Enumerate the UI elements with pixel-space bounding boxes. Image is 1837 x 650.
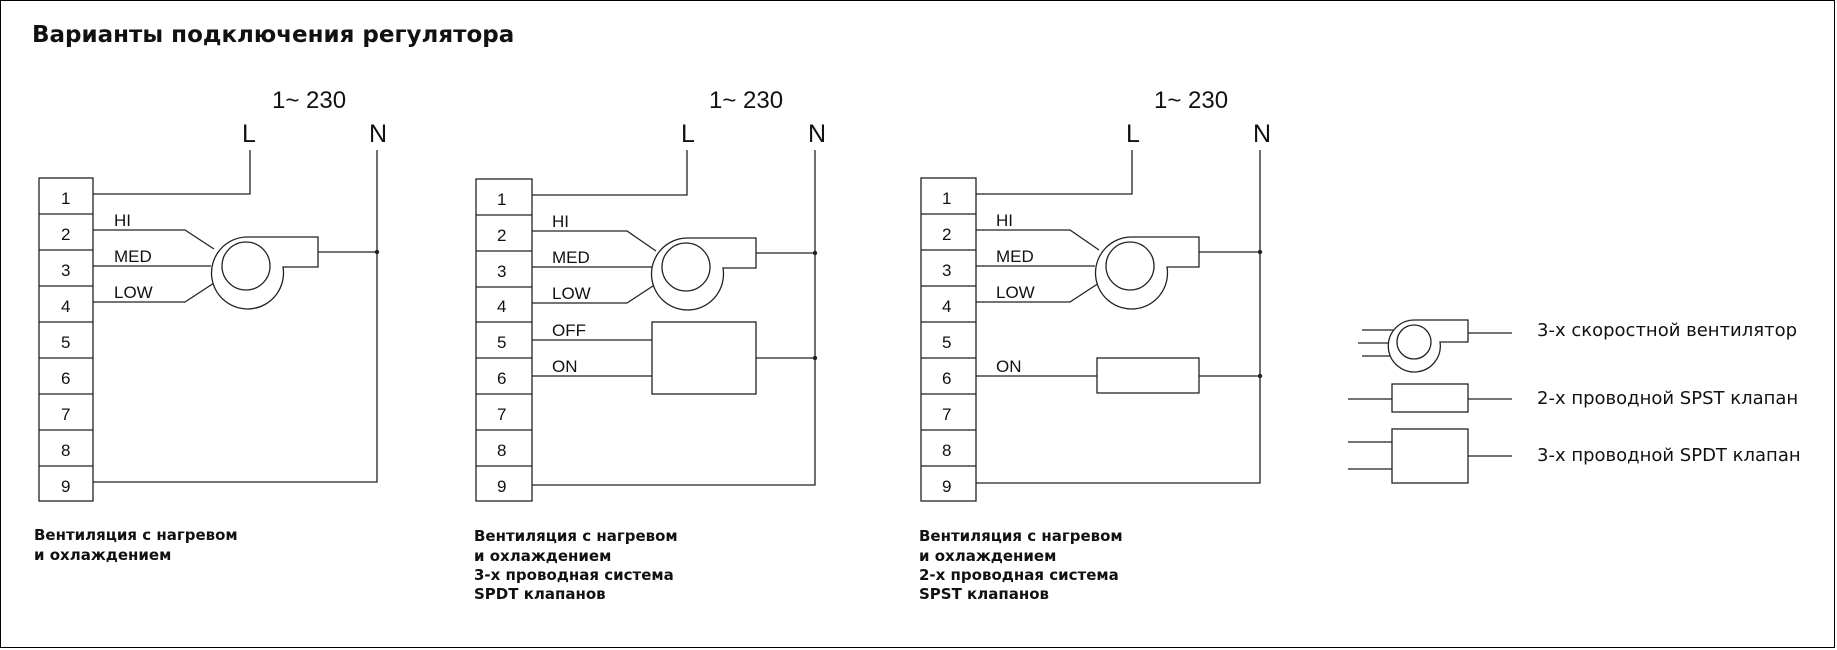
fan-icon — [1387, 319, 1469, 373]
legend-spdt: 3-х проводной SPDT клапан — [1348, 428, 1801, 484]
legend: 3-х скоростной вентилятор 2-х проводной … — [1348, 319, 1801, 484]
n-wire — [976, 150, 1261, 484]
wire-label-off: OFF — [552, 321, 586, 340]
terminal-block: 1 2 3 4 5 6 7 8 9 — [920, 177, 977, 502]
wire-label-med: MED — [114, 247, 152, 266]
terminal-1: 1 — [61, 189, 70, 208]
l-wire — [93, 150, 251, 195]
wire-label-low: LOW — [114, 283, 153, 302]
l-label: L — [1126, 120, 1140, 148]
terminal-4: 4 — [61, 297, 70, 316]
terminal-6: 6 — [497, 369, 506, 388]
diagram-2: 1~ 230 L N 1 2 3 4 5 6 7 8 9 HI — [474, 87, 826, 603]
terminal-5: 5 — [61, 333, 70, 352]
wire-label-on: ON — [552, 357, 578, 376]
spst-valve-icon — [1391, 383, 1469, 413]
terminal-8: 8 — [61, 441, 70, 460]
fan-wire-low — [532, 283, 657, 304]
junction-dot — [812, 355, 818, 361]
diagram-1: 1~ 230 L N 1 2 3 4 5 6 7 8 9 — [34, 87, 387, 564]
junction-dot — [812, 250, 818, 256]
fan-icon — [650, 237, 757, 311]
fan-wire-hi — [976, 229, 1100, 251]
terminal-8: 8 — [942, 441, 951, 460]
terminal-5: 5 — [497, 333, 506, 352]
fan-wire-hi — [532, 230, 657, 252]
fan-wire-low — [93, 282, 215, 303]
caption-line-2: и охлаждением — [474, 547, 611, 565]
caption-line-2: и охлаждением — [919, 547, 1056, 565]
terminal-1: 1 — [942, 189, 951, 208]
l-wire — [976, 150, 1133, 195]
fan-icon — [1094, 236, 1200, 310]
terminal-6: 6 — [942, 369, 951, 388]
caption-line-1: Вентиляция с нагревом — [919, 527, 1123, 545]
n-wire — [93, 150, 378, 483]
wire-label-hi: HI — [552, 212, 569, 231]
terminal-4: 4 — [942, 297, 951, 316]
wire-label-low: LOW — [996, 283, 1035, 302]
legend-spst: 2-х проводной SPST клапан — [1348, 383, 1798, 413]
terminal-block: 1 2 3 4 5 6 7 8 9 — [38, 177, 94, 502]
terminal-2: 2 — [497, 226, 506, 245]
wire-label-low: LOW — [552, 284, 591, 303]
terminal-7: 7 — [61, 405, 70, 424]
terminal-8: 8 — [497, 441, 506, 460]
caption-line-3: 2-х проводная система — [919, 566, 1119, 584]
junction-dot — [1257, 373, 1263, 379]
caption-line-1: Вентиляция с нагревом — [34, 526, 238, 544]
terminal-9: 9 — [61, 477, 70, 496]
spdt-valve-icon — [651, 321, 757, 395]
n-label: N — [369, 120, 387, 148]
terminal-7: 7 — [942, 405, 951, 424]
wire-label-med: MED — [996, 247, 1034, 266]
terminal-5: 5 — [942, 333, 951, 352]
terminal-2: 2 — [61, 225, 70, 244]
legend-spdt-label: 3-х проводной SPDT клапан — [1537, 445, 1801, 466]
terminal-2: 2 — [942, 225, 951, 244]
page-title: Варианты подключения регулятора — [32, 22, 514, 48]
terminal-7: 7 — [497, 405, 506, 424]
l-wire — [532, 150, 688, 196]
terminal-block: 1 2 3 4 5 6 7 8 9 — [475, 178, 533, 502]
l-label: L — [242, 120, 256, 148]
spst-valve-icon — [1096, 357, 1200, 394]
legend-spst-label: 2-х проводной SPST клапан — [1537, 388, 1798, 409]
supply-label: 1~ 230 — [1154, 87, 1228, 114]
terminal-9: 9 — [942, 477, 951, 496]
junction-dot — [1257, 249, 1263, 255]
caption-line-4: SPDT клапанов — [474, 585, 606, 603]
n-wire — [532, 150, 816, 486]
caption-line-2: и охлаждением — [34, 546, 171, 564]
l-label: L — [681, 120, 695, 148]
diagram-3: 1~ 230 L N 1 2 3 4 5 6 7 8 9 HI — [919, 87, 1271, 603]
wire-label-hi: HI — [114, 211, 131, 230]
fan-icon — [210, 236, 319, 310]
terminal-1: 1 — [497, 190, 506, 209]
terminal-3: 3 — [61, 261, 70, 280]
legend-fan: 3-х скоростной вентилятор — [1358, 319, 1797, 373]
caption-line-4: SPST клапанов — [919, 585, 1049, 603]
fan-wire-low — [976, 282, 1100, 303]
wire-label-hi: HI — [996, 211, 1013, 230]
supply-label: 1~ 230 — [272, 87, 346, 114]
terminal-9: 9 — [497, 477, 506, 496]
supply-label: 1~ 230 — [709, 87, 783, 114]
junction-dot — [374, 249, 380, 255]
legend-fan-label: 3-х скоростной вентилятор — [1537, 320, 1797, 341]
wire-label-on: ON — [996, 357, 1022, 376]
spdt-valve-icon — [1391, 428, 1469, 484]
terminal-3: 3 — [942, 261, 951, 280]
n-label: N — [1253, 120, 1271, 148]
terminal-4: 4 — [497, 297, 506, 316]
caption-line-3: 3-х проводная система — [474, 566, 674, 584]
caption-line-1: Вентиляция с нагревом — [474, 527, 678, 545]
terminal-6: 6 — [61, 369, 70, 388]
wire-label-med: MED — [552, 248, 590, 267]
fan-wire-hi — [93, 229, 215, 250]
terminal-3: 3 — [497, 262, 506, 281]
n-label: N — [808, 120, 826, 148]
